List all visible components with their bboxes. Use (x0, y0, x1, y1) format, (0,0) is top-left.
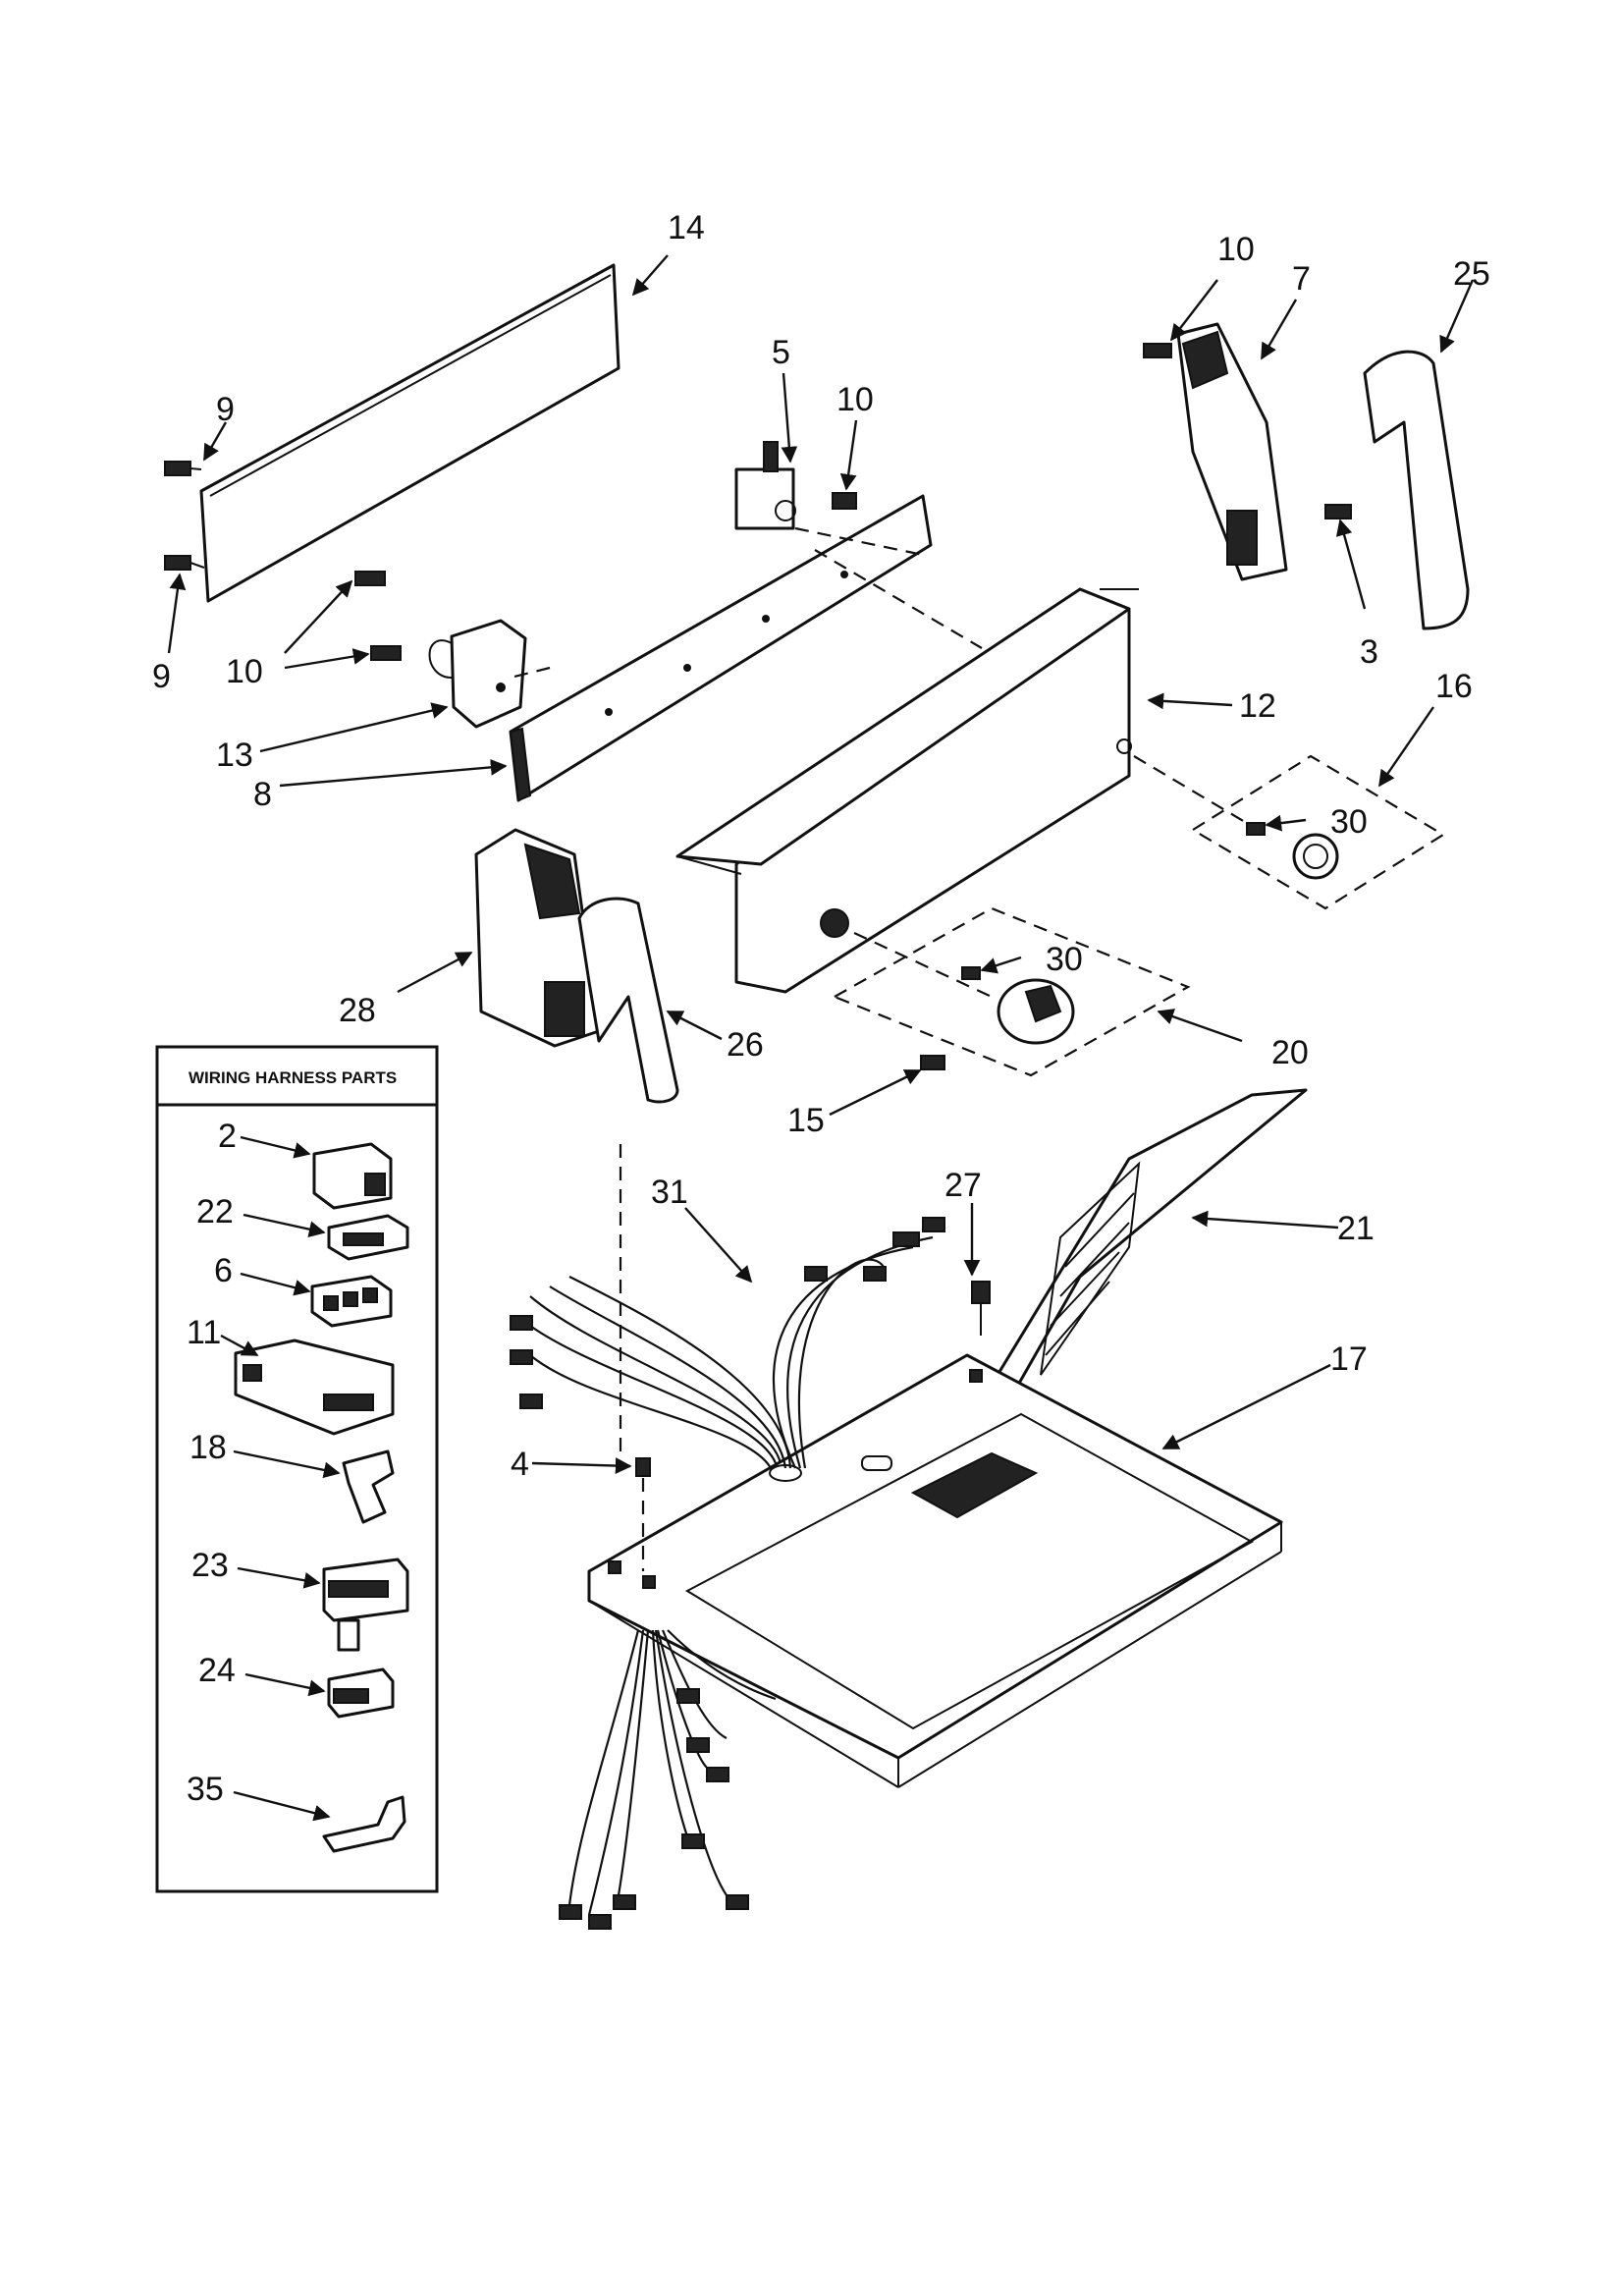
callout-25: 25 (1453, 255, 1490, 293)
callout-26: 26 (727, 1026, 764, 1064)
callout-28: 28 (339, 992, 376, 1029)
screw-10-middle (832, 492, 857, 510)
callout-8: 8 (253, 776, 272, 813)
callout-31: 31 (651, 1174, 688, 1211)
screw-10-lower (370, 645, 402, 661)
screw-27 (971, 1281, 991, 1336)
switch-part (428, 619, 527, 729)
callout-16: 16 (1435, 668, 1473, 705)
callout-21: 21 (1337, 1210, 1375, 1247)
connector-6 (310, 1275, 393, 1328)
callout-10-left: 10 (226, 653, 263, 690)
callout-wh-18: 18 (189, 1429, 227, 1466)
harness-31-part (510, 1217, 945, 1482)
callout-wh-22: 22 (196, 1193, 234, 1230)
end-cap-right-part (1176, 322, 1288, 581)
terminal-35 (322, 1795, 406, 1853)
screw-9-top (164, 461, 202, 476)
callout-wh-6: 6 (214, 1252, 233, 1289)
trim-26-part (577, 897, 679, 1104)
callout-9-top: 9 (216, 391, 235, 428)
callout-27: 27 (944, 1167, 982, 1204)
callout-30-bottom: 30 (1046, 941, 1083, 978)
callout-wh-35: 35 (187, 1771, 224, 1808)
callout-14: 14 (668, 209, 705, 246)
wiring-harness-box: WIRING HARNESS PARTS (155, 1045, 439, 1893)
callout-4: 4 (511, 1446, 529, 1483)
callout-wh-2: 2 (218, 1118, 237, 1155)
connector-22 (327, 1214, 409, 1261)
trim-25-part (1363, 350, 1470, 630)
assembly-guide-lines (510, 526, 1446, 1453)
callout-9-bottom: 9 (152, 658, 171, 695)
wiring-box-title: WIRING HARNESS PARTS (189, 1068, 397, 1087)
knob-16-part (1246, 822, 1339, 880)
screw-9-bottom (164, 555, 205, 571)
screw-3 (1324, 504, 1352, 519)
connector-23 (322, 1558, 409, 1652)
leader-lines (167, 254, 1475, 1822)
top-panel-part (587, 1353, 1283, 1788)
callout-10-middle: 10 (836, 381, 874, 418)
callout-30-top: 30 (1330, 803, 1368, 841)
callout-20: 20 (1271, 1034, 1309, 1071)
clip-4-part (635, 1457, 651, 1571)
callout-labels: 14 9 9 10 13 8 5 10 10 7 25 3 12 16 30 3… (152, 209, 1490, 1808)
end-cap-left-part (474, 828, 601, 1048)
screw-15 (920, 1055, 945, 1070)
lint-screen-part (990, 1088, 1308, 1416)
connector-24 (327, 1667, 395, 1719)
callout-wh-23: 23 (191, 1547, 229, 1584)
callout-wh-24: 24 (198, 1652, 236, 1689)
callout-17: 17 (1330, 1340, 1368, 1378)
connector-18 (342, 1449, 395, 1524)
callout-7: 7 (1292, 260, 1311, 298)
screw-10-right (1143, 343, 1172, 358)
callout-3: 3 (1360, 633, 1378, 671)
callout-wh-11: 11 (187, 1314, 221, 1351)
screw-10-upper (354, 571, 386, 586)
callout-13: 13 (216, 737, 253, 774)
lower-harness-part (559, 1629, 777, 1930)
knob-20-part (961, 966, 1075, 1045)
callout-15: 15 (787, 1102, 825, 1139)
callout-5: 5 (772, 334, 790, 371)
connector-2 (312, 1142, 393, 1210)
console-housing-part (675, 587, 1139, 994)
timer-part (734, 441, 796, 530)
callout-12: 12 (1239, 687, 1276, 725)
back-panel-part (199, 263, 620, 603)
control-strip-part (509, 494, 933, 802)
callout-10-right: 10 (1217, 231, 1255, 268)
connector-11 (234, 1339, 395, 1436)
